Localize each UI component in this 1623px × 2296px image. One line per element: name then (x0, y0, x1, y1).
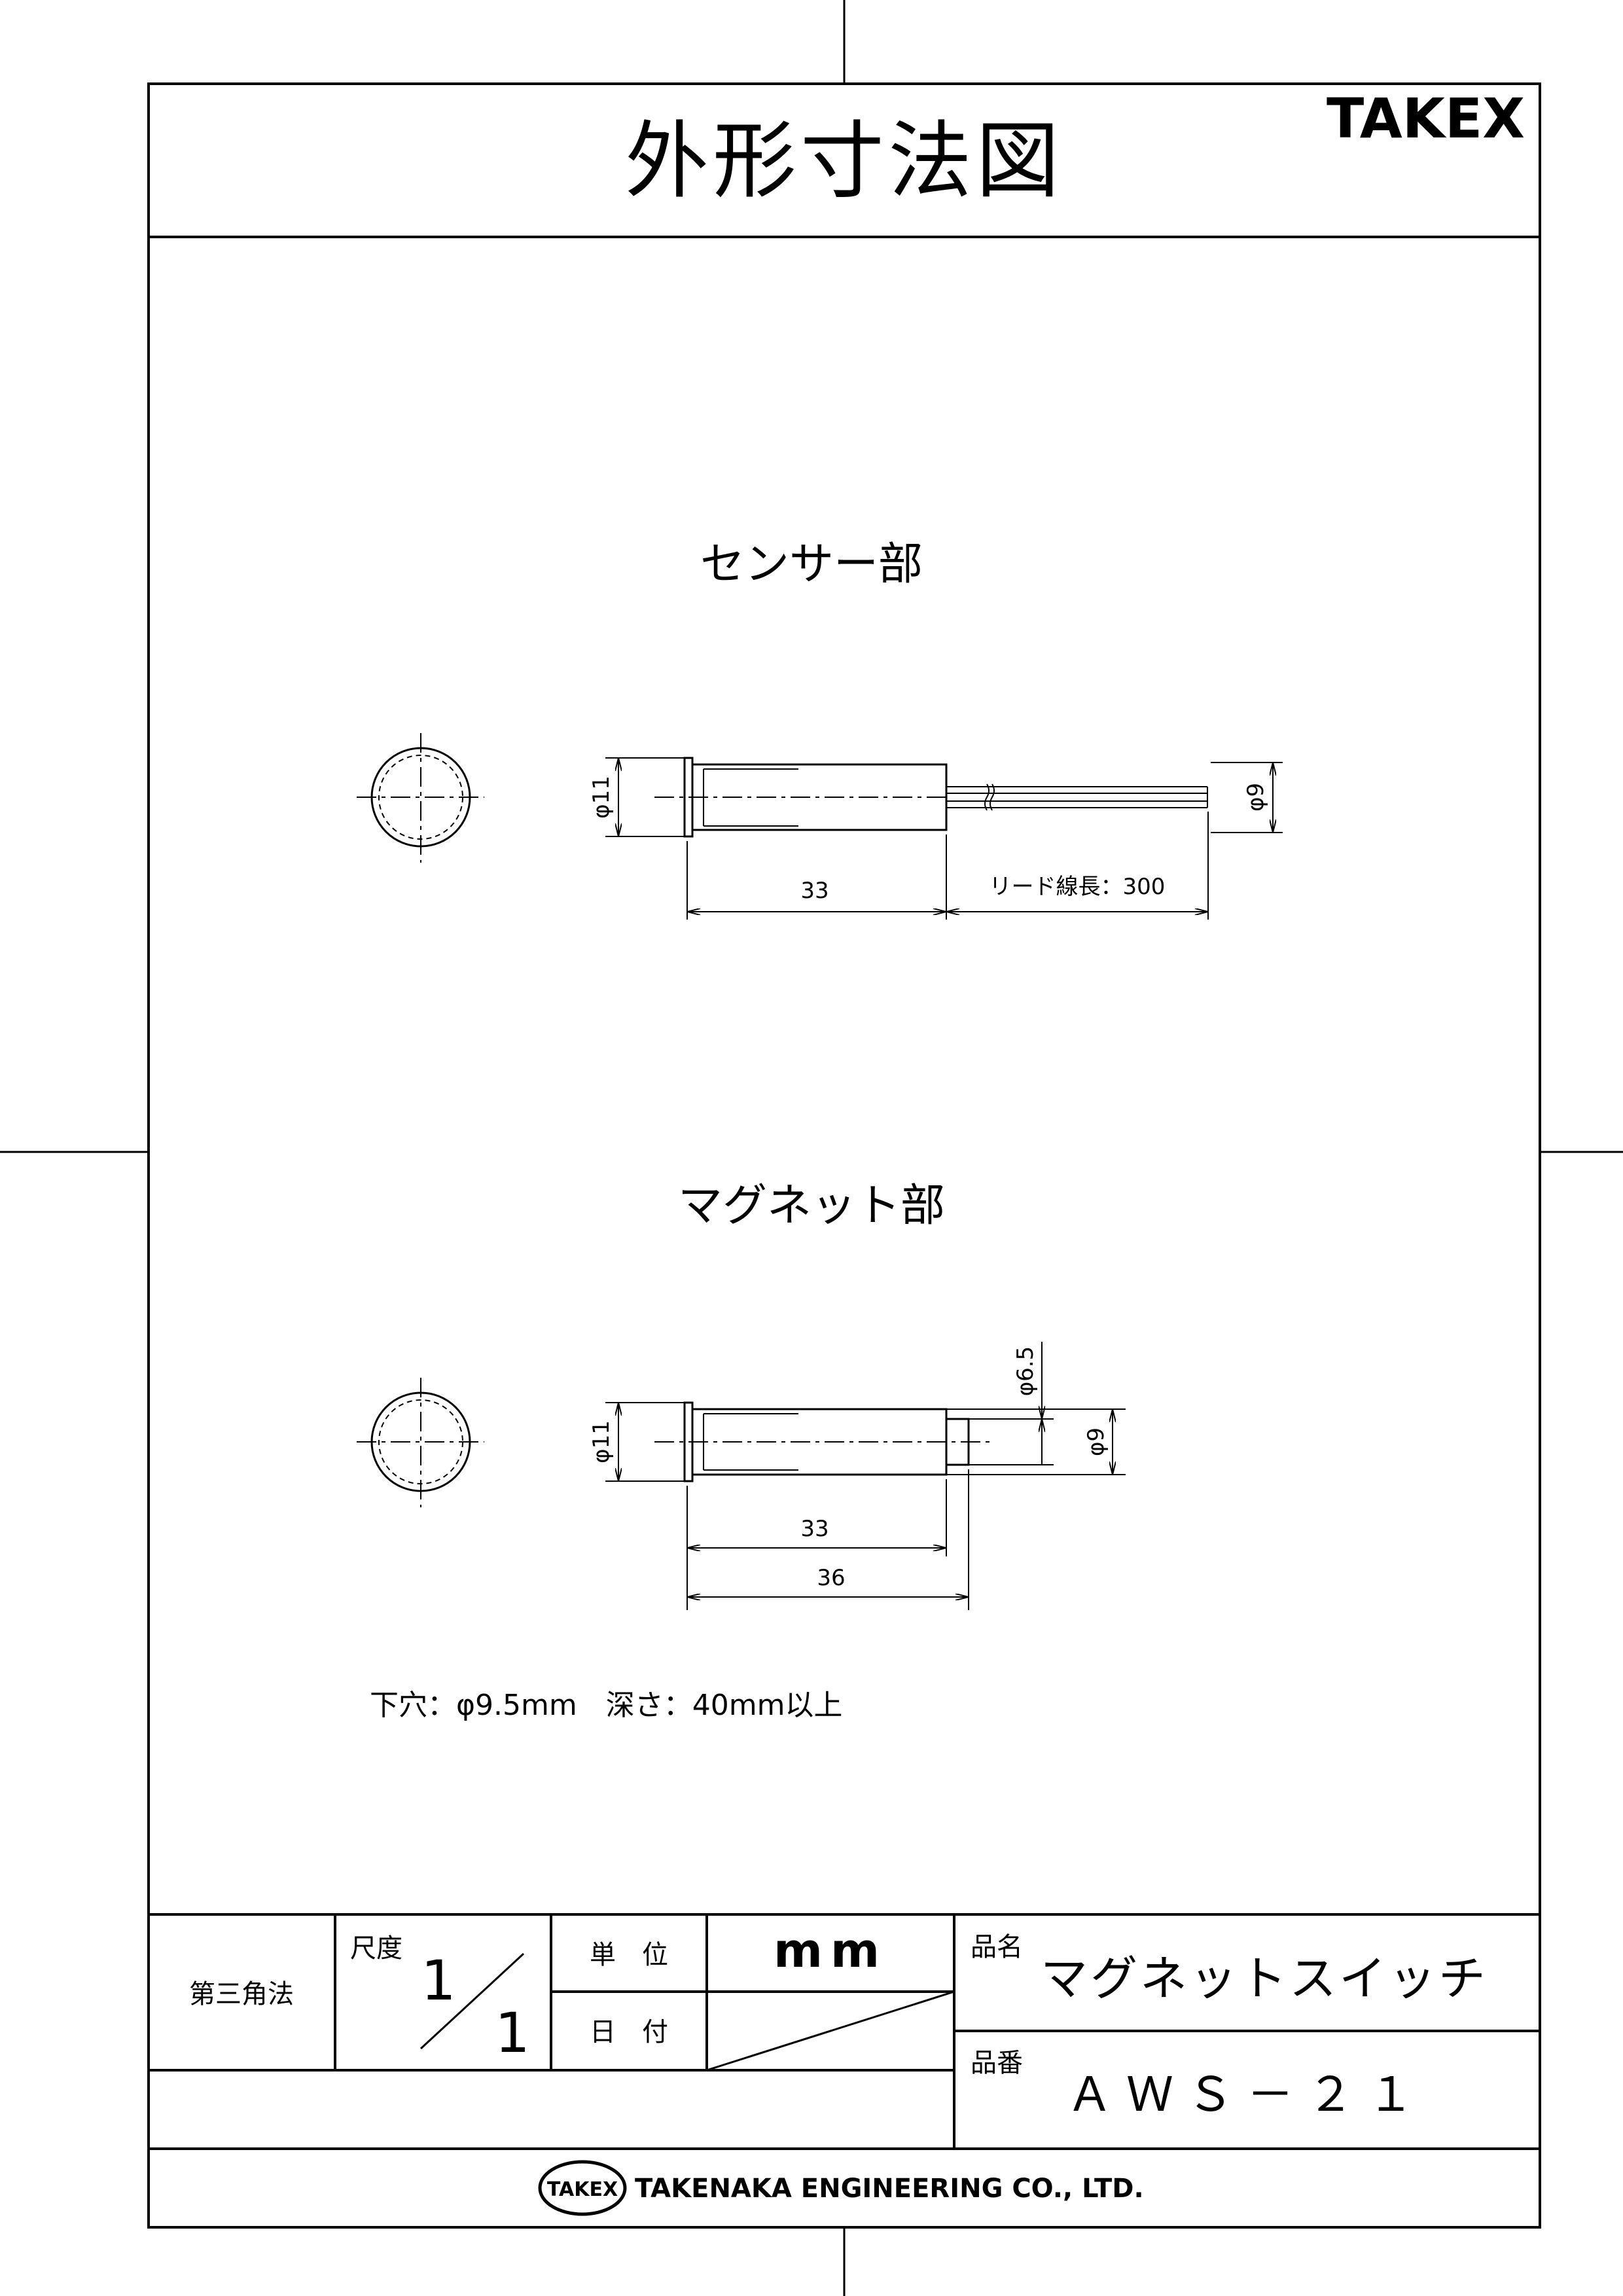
magnet-dim-length-body: 33 (800, 1516, 829, 1542)
unit-label: 単 位 (590, 1940, 668, 1970)
scale-denominator: 1 (495, 2001, 529, 2065)
magnet-end-view (357, 1378, 484, 1507)
date-blank-slash (706, 1990, 955, 2072)
magnet-dim-length-total: 36 (817, 1565, 845, 1591)
magnet-dimensions (605, 1342, 1126, 1610)
magnet-side-view (654, 1401, 995, 1482)
mounting-note: 下穴：φ9.5mm 深さ：40mm以上 (370, 1689, 842, 1722)
projection-method: 第三角法 (189, 1979, 294, 2009)
company-logo: TAKEX (538, 2160, 627, 2216)
scale-numerator: 1 (421, 1948, 455, 2013)
product-number-label: 品番 (971, 2048, 1023, 2078)
magnet-heading: マグネット部 (678, 1180, 945, 1232)
title-block-grid (149, 1913, 1540, 2150)
magnet-dim-diameter-tip: φ6.5 (1012, 1346, 1039, 1397)
sensor-end-view (357, 733, 484, 863)
sensor-dim-diameter-lead: φ9 (1243, 783, 1269, 812)
sensor-dimensions (605, 757, 1283, 920)
sensor-dim-length: 33 (800, 878, 829, 904)
page-title: 外形寸法図 (625, 113, 1063, 210)
date-label: 日 付 (590, 2017, 668, 2047)
company-name: TAKENAKA ENGINEERING CO., LTD. (635, 2174, 1144, 2204)
sensor-side-view (654, 757, 1208, 838)
svg-text:TAKEX: TAKEX (547, 2178, 618, 2201)
unit-value: mm (774, 1923, 887, 1978)
sensor-dim-lead: リード線長：300 (990, 874, 1166, 900)
product-number: ＡＷＳ－２１ (1066, 2067, 1427, 2122)
brand-logo: TAKEX (1327, 86, 1525, 151)
scale-slash (419, 1952, 525, 2050)
product-name: マグネットスイッチ (1041, 1951, 1488, 2006)
drawing-frame (147, 82, 1541, 2229)
scale-label: 尺度 (350, 1933, 402, 1964)
sensor-dim-diameter-body: φ11 (588, 776, 615, 819)
product-name-label: 品名 (971, 1932, 1023, 1962)
sensor-heading: センサー部 (700, 539, 923, 590)
magnet-dim-diameter-body: φ11 (588, 1420, 615, 1463)
magnet-dim-diameter-end: φ9 (1083, 1427, 1109, 1456)
